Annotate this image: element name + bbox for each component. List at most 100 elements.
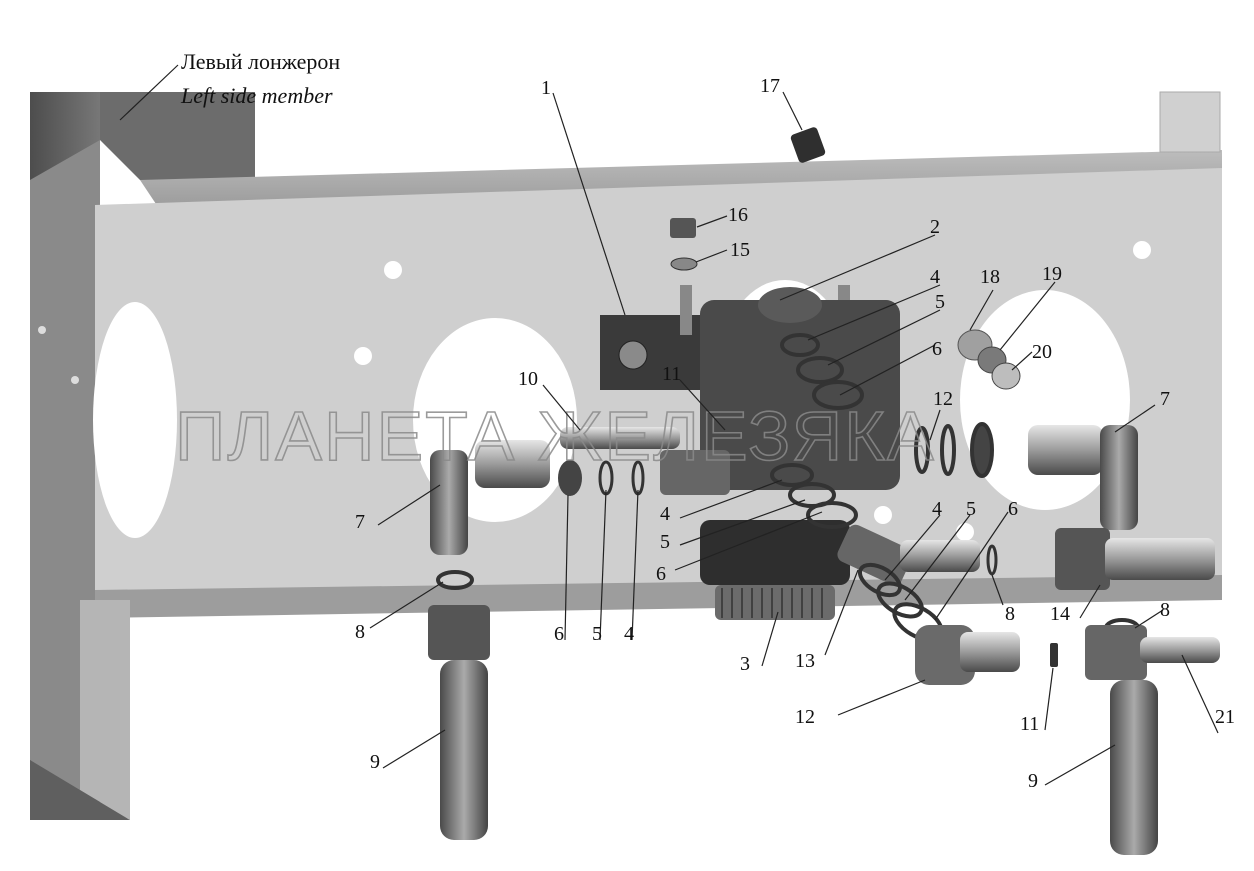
seal-5-upper bbox=[796, 356, 844, 384]
left-fittings bbox=[428, 427, 680, 840]
hose-9-left bbox=[440, 660, 488, 840]
callout-7: 7 bbox=[1160, 388, 1170, 410]
title-ru: Левый лонжерон bbox=[181, 49, 340, 74]
mounting-bracket bbox=[600, 315, 710, 390]
seal-6-upper bbox=[812, 380, 864, 410]
hose-nut-9-right bbox=[1085, 625, 1147, 680]
frame-hole bbox=[1133, 241, 1151, 259]
elbow-fitting-right-down bbox=[1100, 425, 1138, 530]
tube-10 bbox=[560, 427, 680, 449]
leader-lines bbox=[369, 91, 1219, 786]
callout-20: 20 bbox=[1032, 341, 1052, 363]
tube-21 bbox=[1140, 637, 1220, 663]
seal-6-left bbox=[558, 460, 582, 496]
frame-hole bbox=[38, 326, 46, 334]
frame-hole bbox=[874, 506, 892, 524]
elbow-fitting-right bbox=[1028, 425, 1103, 475]
callout-6: 6 bbox=[656, 563, 666, 585]
ribbed-cap bbox=[715, 585, 835, 620]
nut-17 bbox=[790, 127, 826, 163]
frame-hole bbox=[384, 261, 402, 279]
callout-9: 9 bbox=[1028, 770, 1038, 792]
elbow-fitting-left bbox=[475, 440, 550, 488]
plug-11 bbox=[1050, 643, 1058, 667]
callout-2: 2 bbox=[930, 216, 940, 238]
lower-center-fittings bbox=[837, 524, 1020, 685]
nut-16 bbox=[670, 218, 696, 238]
seal-5-right bbox=[940, 424, 956, 476]
right-fittings bbox=[986, 425, 1220, 855]
callout-5: 5 bbox=[935, 291, 945, 313]
frame-top-flange-left bbox=[100, 92, 255, 180]
callout-4: 4 bbox=[932, 498, 942, 520]
callout-17: 17 bbox=[760, 75, 780, 97]
bracket-bolt bbox=[618, 340, 648, 370]
callout-10: 10 bbox=[518, 368, 538, 390]
callout-1: 1 bbox=[541, 77, 551, 99]
callout-15: 15 bbox=[730, 239, 750, 261]
callout-6: 6 bbox=[932, 338, 942, 360]
valve-cover bbox=[700, 520, 850, 585]
valve-stud bbox=[680, 285, 692, 335]
callout-7: 7 bbox=[355, 511, 365, 533]
valve-body bbox=[700, 300, 900, 490]
washer-8-mid bbox=[986, 544, 998, 576]
callout-16: 16 bbox=[728, 204, 748, 226]
callout-8: 8 bbox=[1005, 603, 1015, 625]
frame-lower-bracket bbox=[80, 600, 130, 820]
seal-4-lower bbox=[770, 463, 814, 487]
washer-15 bbox=[670, 257, 698, 271]
callout-12: 12 bbox=[795, 706, 815, 728]
seal-4-lower-right bbox=[858, 562, 902, 598]
title-leader bbox=[119, 64, 179, 121]
seal-6-lower bbox=[806, 501, 858, 529]
callout-labels: 1 2 3 4 4 4 4 5 5 5 5 6 6 6 6 7 7 8 8 8 … bbox=[355, 75, 1235, 792]
valve-port-left bbox=[660, 450, 730, 495]
callout-9: 9 bbox=[370, 751, 380, 773]
callout-6: 6 bbox=[1008, 498, 1018, 520]
callout-4: 4 bbox=[930, 266, 940, 288]
callout-4: 4 bbox=[660, 503, 670, 525]
callout-5: 5 bbox=[592, 623, 602, 645]
watermark-text: ПЛАНЕТА ЖЕЛЕЗЯКА bbox=[175, 397, 936, 475]
callout-11: 11 bbox=[662, 363, 681, 385]
pipe-upper-right bbox=[900, 540, 980, 572]
callout-21: 21 bbox=[1215, 706, 1235, 728]
callout-6: 6 bbox=[554, 623, 564, 645]
title-en: Left side member bbox=[180, 83, 333, 108]
callout-13: 13 bbox=[795, 650, 815, 672]
frame-hole bbox=[956, 523, 974, 541]
washer-8-left bbox=[436, 570, 474, 590]
callout-19: 19 bbox=[1042, 263, 1062, 285]
callout-18: 18 bbox=[980, 266, 1000, 288]
callout-14: 14 bbox=[1050, 603, 1070, 625]
callout-5: 5 bbox=[660, 531, 670, 553]
callout-5: 5 bbox=[966, 498, 976, 520]
hose-nut-9-left bbox=[428, 605, 490, 660]
center-seals bbox=[770, 333, 994, 529]
frame-cutout-left bbox=[93, 302, 177, 538]
callout-11: 11 bbox=[1020, 713, 1039, 735]
title-block: Левый лонжерон Left side member bbox=[119, 49, 340, 121]
callout-4: 4 bbox=[624, 623, 634, 645]
fasteners bbox=[670, 127, 1021, 390]
callout-3: 3 bbox=[740, 653, 750, 675]
seal-4-right bbox=[914, 426, 930, 474]
frame-lower-bracket-dark bbox=[30, 760, 130, 820]
frame-hole bbox=[354, 347, 372, 365]
frame-right-upright bbox=[1159, 91, 1221, 153]
callout-8: 8 bbox=[1160, 599, 1170, 621]
seal-6-right bbox=[970, 422, 994, 478]
seal-4-upper bbox=[780, 333, 820, 357]
tee-14-pipe bbox=[1105, 538, 1215, 580]
valve-top-cap bbox=[758, 287, 822, 323]
ribbed-cap-ribs bbox=[721, 588, 823, 618]
hose-9-right bbox=[1110, 680, 1158, 855]
elbow-fitting-left-down bbox=[430, 450, 468, 555]
callout-8: 8 bbox=[355, 621, 365, 643]
frame-hole bbox=[71, 376, 79, 384]
elbow-fitting-12-tube bbox=[960, 632, 1020, 672]
tee-14 bbox=[1055, 528, 1110, 590]
